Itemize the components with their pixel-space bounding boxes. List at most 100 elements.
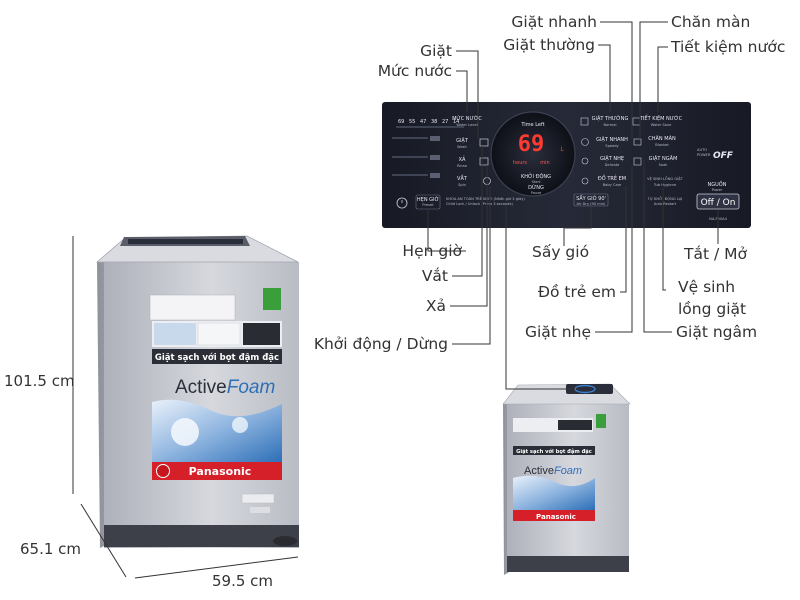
display-unit: L [560,146,564,153]
timer-icon [396,197,408,209]
callout-soak: Giặt ngâm [676,323,757,341]
machine-foot [273,536,297,546]
machine-top-panel-strip [128,239,243,244]
callout-timer: Hẹn giờ [402,242,462,260]
slogan-text: Giặt sạch với bọt đậm đặc [155,352,279,363]
control-panel: 69 55 47 38 27 14 MỨC NƯỚC Water Level G… [382,102,751,228]
wash-icon [479,138,489,147]
rinse-button[interactable]: XẢ Rinse [457,155,468,168]
air-dry-button[interactable]: SẤY GIÓ 90' Air Dry (90 min) [573,193,609,207]
svg-text:XẢ: XẢ [459,155,466,163]
tub-hygiene-button[interactable]: VỆ SINH LỒNG GIẶT Tub Hygiene [647,176,683,187]
machine-base [104,525,299,547]
svg-text:Rinse: Rinse [457,164,468,168]
svg-text:TỰ KHỞI ĐỘNG LẠI: TỰ KHỞI ĐỘNG LẠI [647,196,683,201]
display-dial: Time Left 69 L hours min [490,111,576,197]
time-left-label: Time Left [520,122,544,128]
svg-text:Speedy: Speedy [605,144,619,148]
normal-wash-button[interactable]: GIẶT THƯỜNG Normal [592,115,629,127]
svg-text:Soak: Soak [659,163,669,167]
callout-water-save: Tiết kiệm nước [670,38,785,56]
child-lock-label: KHÓA AN TOÀN TRẺ KHỞI (Nhấn giữ 3 giây) … [446,196,525,206]
callout-tub-clean-line2: lồng giặt [678,300,746,318]
quick-wash-button[interactable]: GIẶT NHANH Speedy [596,136,628,148]
small-tech-name: ActiveFoam [524,465,582,477]
display-hours: hours [513,160,527,166]
svg-text:SẤY GIÓ 90': SẤY GIÓ 90' [576,194,606,202]
small-decal-photo [558,420,592,430]
decal-photo-1 [154,323,196,345]
water-level-55: 55 [409,119,415,125]
cycle-icon [581,138,589,146]
delicate-button[interactable]: GIẶT NHẸ Delicate [600,155,624,167]
start-pause-button[interactable]: KHỞI ĐỘNG Start DỪNG Pause [521,172,551,195]
water-save-button[interactable]: TIẾT KIỆM NƯỚC Water Save [639,114,683,127]
callout-normal-wash: Giặt thường [503,36,595,54]
brand-logo: Panasonic [189,465,252,478]
soak-button[interactable]: GIẶT NGÂM Soak [649,155,678,167]
svg-text:Normal: Normal [603,123,616,127]
svg-text:Off / On: Off / On [701,198,736,208]
svg-text:KHÓA AN TOÀN TRẺ KHỞI (Nhấn gi: KHÓA AN TOÀN TRẺ KHỞI (Nhấn giữ 3 giây) [446,196,525,201]
height-dimension: 101.5 cm [4,372,75,390]
svg-text:MỨC NƯỚC: MỨC NƯỚC [452,115,482,122]
svg-text:GIẶT THƯỜNG: GIẶT THƯỜNG [592,115,629,122]
small-machine-base [507,556,629,572]
power-button[interactable]: Off / On [696,193,740,210]
small-washing-machine: Giặt sạch với bọt đậm đặc ActiveFoam Pan… [502,383,631,575]
svg-text:Wash: Wash [457,145,467,149]
wash-button[interactable]: GIẶT Wash [456,137,469,149]
callout-tub-clean-line1: Vệ sinh [678,278,735,296]
svg-text:Pause: Pause [531,191,542,195]
water-level-27: 27 [442,119,448,125]
svg-text:Delicate: Delicate [605,163,621,167]
foam-splash [152,399,282,462]
callout-water-level: Mức nước [378,62,452,80]
bed-icon [633,138,642,146]
lower-tag [250,507,270,513]
auto-restart-button[interactable]: TỰ KHỞI ĐỘNG LẠI Auto Restart [647,196,683,206]
svg-text:Baby Care: Baby Care [603,183,622,187]
baby-care-button[interactable]: ĐỒ TRẺ EM Baby Care [598,173,626,187]
svg-text:GIẶT NHẸ: GIẶT NHẸ [600,155,624,162]
small-brand-logo: Panasonic [536,513,576,521]
callout-blanket: Chăn màn [671,13,750,31]
foam-bubble [171,418,199,446]
water-level-button[interactable]: MỨC NƯỚC Water Level [452,115,482,127]
width-line [134,556,299,579]
svg-text:HẸN GIỜ: HẸN GIỜ [417,196,439,203]
svg-text:Water Save: Water Save [651,123,672,127]
callout-spin: Vắt [422,267,448,285]
callout-wash: Giặt [420,42,452,60]
leader-lines [427,21,719,390]
svg-text:POWER: POWER [697,153,711,157]
callout-child-lock: Đồ trẻ em [538,283,616,301]
svg-text:KHỞI ĐỘNG: KHỞI ĐỘNG [521,172,551,180]
decal-photo-2 [197,322,241,346]
spin-button[interactable]: VẮT Spin [457,174,468,187]
brand-strip [152,462,282,480]
svg-text:Auto Restart: Auto Restart [654,202,677,206]
water-level-bar [396,126,464,128]
svg-text:Start: Start [532,180,541,184]
callout-air-dry: Sấy gió [532,243,589,261]
dimension-lines: 101.5 cm 65.1 cm 59.5 cm [4,236,299,590]
callout-delicate: Giặt nhẹ [525,323,591,341]
small-brand-strip [513,510,595,521]
display-digits: 69 [518,132,545,157]
svg-text:VỆ SINH LỒNG GIẶT: VỆ SINH LỒNG GIẶT [647,176,683,181]
drop-icon [581,157,589,165]
small-foam [513,475,595,510]
large-washing-machine: Giặt sạch với bọt đậm đặc ActiveFoam Pan… [95,235,299,548]
svg-text:AUTO: AUTO [697,148,707,152]
water-level-scale: 69 55 47 38 27 14 [396,119,464,128]
small-slogan-text: Giặt sạch với bọt đậm đặc [516,448,592,455]
foam-bubble [232,417,248,433]
blanket-button[interactable]: CHĂN MÀN Blanket [648,135,676,147]
water-level-14: 14 [453,119,459,125]
svg-text:Power: Power [712,188,723,192]
water-level-47: 47 [420,119,426,125]
lower-tag [241,493,275,504]
svg-text:CHĂN MÀN: CHĂN MÀN [648,135,676,142]
svg-text:DỪNG: DỪNG [528,184,544,191]
